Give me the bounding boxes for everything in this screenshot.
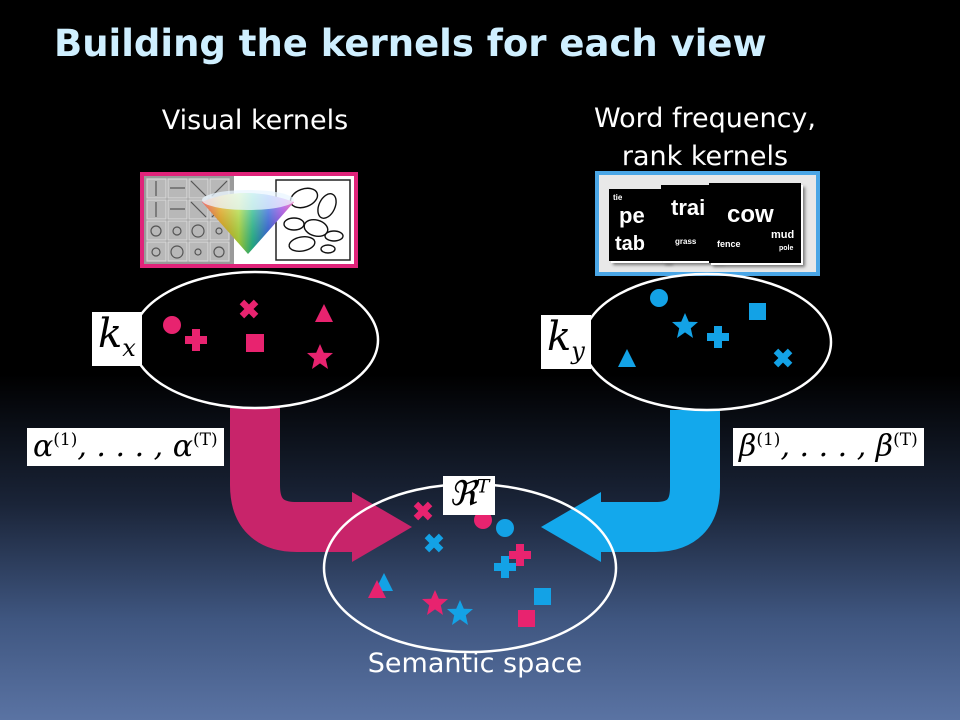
- kx-base: k: [98, 311, 123, 357]
- semantic-visual-circle-marker: [474, 511, 492, 529]
- text-view-markers: [618, 289, 793, 368]
- alpha-sup-last: (T): [192, 430, 218, 450]
- semantic-visual-star-marker: [422, 590, 448, 615]
- semantic-text-star-marker: [447, 600, 473, 625]
- semantic-text-plus-marker: [494, 556, 516, 578]
- color-cone-icon: [202, 190, 294, 254]
- visual-square-marker: [246, 334, 264, 352]
- semantic-space-symbol: ℜT: [443, 474, 496, 515]
- alpha-symbol: α: [33, 429, 54, 464]
- alpha-separator: , . . . , α: [77, 429, 193, 464]
- text-plus-marker: [707, 326, 729, 348]
- visual-projection-arrowhead: [352, 492, 412, 562]
- beta-projection-label: β(1), . . . , β(T): [733, 428, 924, 466]
- region-sketch-panel: [275, 179, 351, 261]
- semantic-visual-triangle-marker: [368, 580, 386, 598]
- text-star-marker: [672, 313, 698, 338]
- text-kernel-ellipse: [581, 272, 833, 412]
- word-kernels-thumbnail: tie pe tab trai grass cow fence mud pole: [595, 171, 820, 276]
- visual-projection-arrow: [230, 408, 355, 552]
- word-kernels-label-line2: rank kernels: [621, 141, 789, 172]
- word-card-small-label: pole: [779, 245, 794, 252]
- word-card-small-label: fence: [717, 239, 741, 249]
- semantic-visual-plus-marker: [509, 544, 531, 566]
- visual-kernels-label: Visual kernels: [161, 105, 349, 136]
- text-kernel-symbol: ky: [541, 315, 591, 369]
- semantic-text-circle-marker: [496, 519, 514, 537]
- beta-sup-last: (T): [893, 430, 918, 450]
- rt-base: ℜ: [449, 474, 477, 514]
- alpha-sup-first: (1): [53, 430, 78, 450]
- visual-triangle-marker: [315, 304, 333, 322]
- alpha-projection-label: α(1), . . . , α(T): [27, 428, 224, 466]
- visual-kernel-symbol: kx: [92, 312, 142, 366]
- semantic-space-markers: [368, 501, 551, 627]
- semantic-text-square-marker: [534, 588, 551, 605]
- word-kernels-label: Word frequency, rank kernels: [560, 100, 850, 176]
- ky-subscript: y: [571, 337, 585, 365]
- ky-base: k: [547, 314, 572, 360]
- word-card-1: tie pe tab: [609, 189, 669, 261]
- text-projection-arrow: [598, 410, 720, 552]
- semantic-visual-cross-marker: [413, 501, 433, 521]
- slide-title: Building the kernels for each view: [54, 22, 767, 65]
- word-card-big-label: tab: [615, 233, 645, 255]
- text-square-marker: [749, 303, 766, 320]
- visual-star-marker: [307, 344, 333, 369]
- word-card-small-label: tie: [613, 193, 623, 202]
- visual-kernels-thumbnail: [140, 172, 358, 268]
- visual-circle-marker: [163, 316, 181, 334]
- text-projection-arrowhead: [541, 492, 601, 562]
- rt-superscript: T: [476, 475, 490, 498]
- beta-symbol: β: [739, 429, 757, 464]
- beta-separator: , . . . , β: [780, 429, 894, 464]
- beta-sup-first: (1): [756, 430, 781, 450]
- text-triangle-marker: [618, 349, 636, 367]
- word-card-3: cow fence mud pole: [709, 183, 801, 263]
- visual-features-image: [144, 176, 351, 264]
- visual-plus-marker: [185, 329, 207, 351]
- semantic-visual-square-marker: [518, 610, 535, 627]
- text-cross-marker: [773, 348, 793, 368]
- semantic-text-cross-marker: [424, 533, 444, 553]
- kx-subscript: x: [122, 334, 136, 362]
- visual-view-markers: [163, 299, 333, 369]
- text-circle-marker: [650, 289, 668, 307]
- word-kernels-label-line1: Word frequency,: [594, 103, 816, 134]
- word-card-small-label: grass: [675, 237, 697, 246]
- word-card-big-label: mud: [771, 229, 795, 241]
- visual-cross-marker: [239, 299, 259, 319]
- word-card-big-label: cow: [727, 201, 774, 228]
- word-card-big-label: trai: [671, 195, 706, 220]
- word-card-big-label: pe: [619, 203, 645, 228]
